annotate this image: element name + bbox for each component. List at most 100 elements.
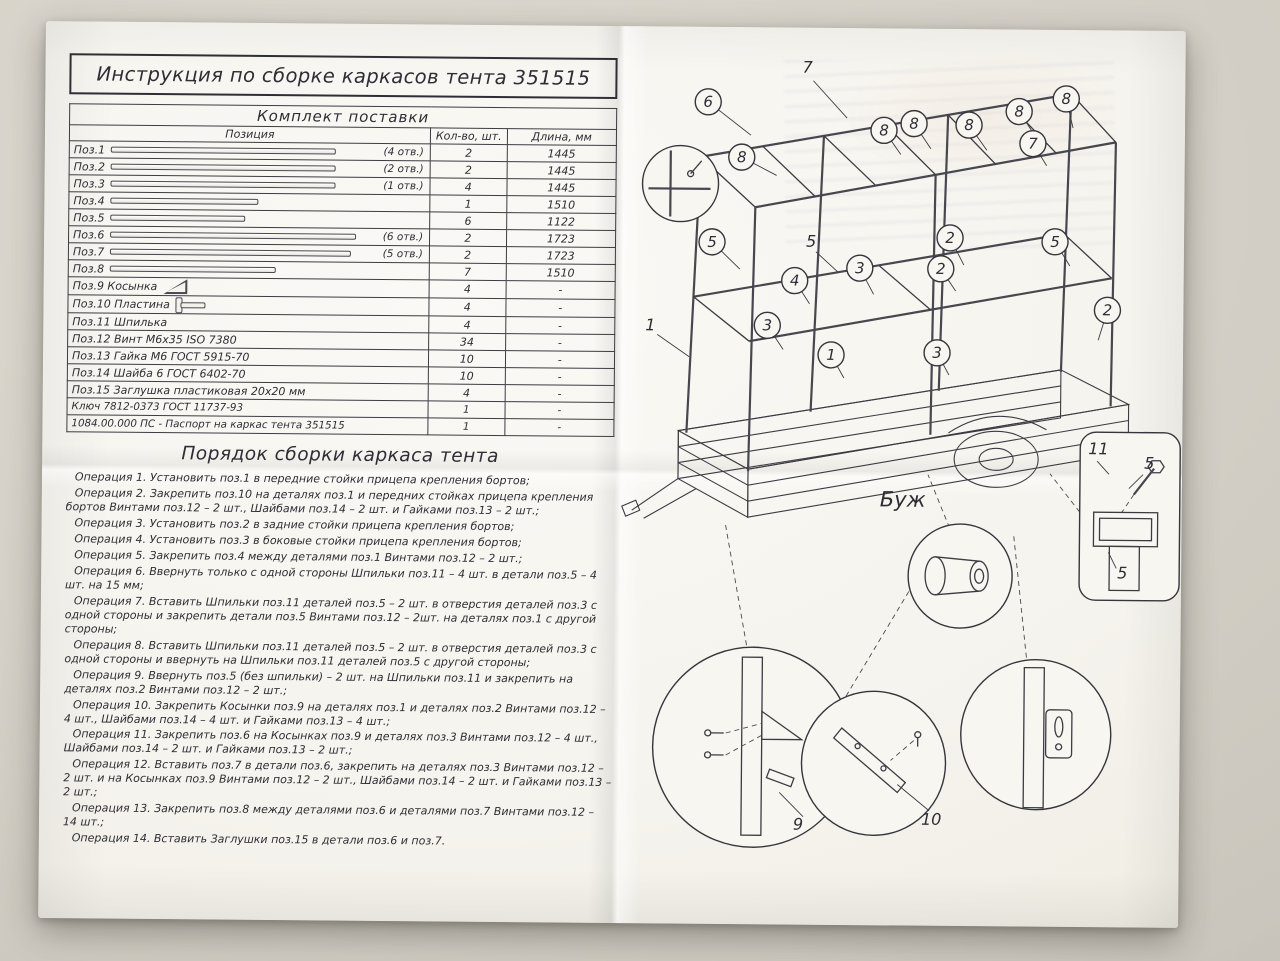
- kit-row-position-cell: 1084.00.000 ПС - Паспорт на каркас тента…: [66, 414, 429, 435]
- trailer-drawbar: [621, 478, 697, 519]
- operation-step: Операция 8. Вставить Шпильки поз.11 дета…: [64, 637, 597, 669]
- kit-row-note: (6 отв.): [382, 230, 424, 244]
- kit-row-label: Ключ 7812-0373 ГОСТ 11737-93: [71, 400, 244, 414]
- callout-circle-3: [846, 254, 874, 282]
- kit-row-note: (4 отв.): [383, 145, 424, 159]
- kit-table-row: 1084.00.000 ПС - Паспорт на каркас тента…: [66, 414, 614, 437]
- kit-row-label: Поз.6: [73, 227, 105, 242]
- detail-plate-part: [800, 690, 947, 836]
- callout-number: 5: [707, 233, 717, 251]
- callout-circle-2: [936, 224, 964, 252]
- callout-circle-5: [698, 228, 726, 256]
- kit-row-qty: 10: [428, 349, 506, 368]
- kit-row-label: Поз.1: [73, 142, 106, 157]
- callout-number: 2: [945, 229, 955, 247]
- kit-row-qty: 4: [428, 315, 506, 334]
- callout-circle-8: [900, 109, 928, 138]
- part-bar-drawing: [111, 146, 337, 155]
- kit-row-qty: 7: [429, 262, 506, 281]
- kit-row-position: Поз.7(5 отв.): [73, 244, 425, 261]
- diagram-label-11: 11: [1088, 439, 1109, 458]
- callout-circle-8: [955, 111, 983, 139]
- operation-step: Операция 12. Вставить поз.7 в детали поз…: [63, 757, 612, 799]
- kit-row-position: Поз.4: [73, 193, 425, 210]
- label-leader-line: [897, 784, 930, 812]
- callout-circle-8: [870, 116, 898, 145]
- label-leader-line: [1107, 552, 1117, 569]
- part-plate-icon: [176, 297, 206, 312]
- operation-step: Операция 7. Вставить Шпильки поз.11 дета…: [64, 594, 597, 636]
- kit-row-label: Поз.2: [73, 159, 106, 174]
- part-gusset-icon: [163, 279, 187, 294]
- part-bar-drawing: [110, 231, 357, 240]
- callout-circle-2: [927, 255, 955, 283]
- kit-row-qty: 1: [428, 400, 505, 419]
- part-bar-drawing: [110, 180, 336, 189]
- callout-circle-6: [694, 88, 722, 116]
- kit-row-position: 1084.00.000 ПС - Паспорт на каркас тента…: [71, 416, 423, 433]
- kit-row-label: Поз.7: [72, 244, 105, 259]
- label-leader-line: [778, 792, 804, 817]
- callout-number: 2: [936, 260, 946, 278]
- kit-row-label: Поз.13 Гайка М6 ГОСТ 5915-70: [71, 348, 250, 364]
- kit-row-position: Поз.5: [73, 210, 425, 227]
- label-leader-line: [1128, 474, 1144, 489]
- callout-number: 8: [1014, 102, 1024, 120]
- callout-circle-8: [1005, 97, 1033, 126]
- callout-number: 3: [855, 259, 865, 277]
- column-header-qty: Кол-во, шт.: [430, 127, 508, 145]
- callout-circle-4: [780, 266, 809, 295]
- operation-step: Операция 6. Ввернуть только с одной стор…: [64, 564, 597, 592]
- diagram-label-1: 1: [645, 315, 655, 334]
- detail-bushing: [907, 523, 1013, 629]
- kit-row-label: Поз.8: [72, 261, 105, 276]
- kit-row-position: Ключ 7812-0373 ГОСТ 11737-93: [72, 399, 424, 416]
- callout-circle-1: [817, 341, 845, 369]
- callout-number: 8: [737, 148, 747, 166]
- operation-step: Операция 9. Ввернуть поз.5 (без шпильки)…: [64, 667, 574, 697]
- kit-row-position: Поз.8: [73, 261, 425, 278]
- kit-row-qty: 4: [428, 297, 506, 317]
- kit-row-note: (2 отв.): [383, 162, 424, 176]
- callout-circle-3: [923, 339, 951, 367]
- kit-row-position: Поз.10 Пластина: [72, 296, 424, 314]
- kit-row-position: Поз.3(1 отв.): [73, 176, 425, 193]
- kit-row-position: Поз.6 (6 отв.): [73, 227, 425, 244]
- part-bar-drawing: [111, 163, 337, 172]
- kit-row-qty: 4: [429, 279, 506, 299]
- kit-row-label: Поз.11 Шпилька: [72, 314, 168, 329]
- callout-number: 2: [1103, 301, 1113, 319]
- kit-row-qty: 6: [429, 211, 507, 230]
- kit-row-position: Поз.12 Винт М6х35 ISO 7380: [72, 331, 424, 348]
- label-leader-line: [813, 80, 848, 119]
- kit-row-qty: 1: [429, 194, 507, 213]
- part-bar-drawing: [110, 214, 246, 222]
- callout-number: 4: [790, 272, 800, 290]
- callout-number: 6: [703, 93, 713, 111]
- callout-circle-7: [1019, 129, 1047, 158]
- diagram-label-10: 10: [921, 810, 942, 829]
- kit-row-position: Поз.13 Гайка М6 ГОСТ 5915-70: [72, 348, 424, 365]
- operation-step: Операция 10. Закрепить Косынки поз.9 на …: [63, 697, 606, 728]
- callout-number: 8: [964, 116, 974, 134]
- operation-step: Операция 11. Закрепить поз.6 на Косынках…: [63, 727, 598, 758]
- diagram-label-5: 5: [1117, 563, 1127, 582]
- operation-step: Операция 2. Закрепить поз.10 на деталях …: [65, 486, 594, 518]
- kit-row-label: Поз.5: [73, 210, 105, 225]
- kit-row-position: Поз.9 Косынка: [73, 278, 425, 296]
- callout-number: 8: [879, 121, 889, 139]
- kit-row-qty: 4: [428, 383, 505, 402]
- kit-row-qty: 2: [430, 160, 507, 179]
- kit-row-label: 1084.00.000 ПС - Паспорт на каркас тента…: [71, 417, 345, 432]
- trailer-wheel: [948, 415, 1047, 488]
- kit-row-label: Поз.10 Пластина: [72, 297, 170, 312]
- diagram-label-5: 5: [1144, 454, 1154, 473]
- diagram-label-9: 9: [793, 815, 803, 834]
- diagram-label-5: 5: [806, 232, 816, 251]
- kit-row-qty: 10: [428, 366, 506, 385]
- detail-corner-joint: [641, 144, 720, 223]
- kit-row-qty: 4: [429, 177, 507, 196]
